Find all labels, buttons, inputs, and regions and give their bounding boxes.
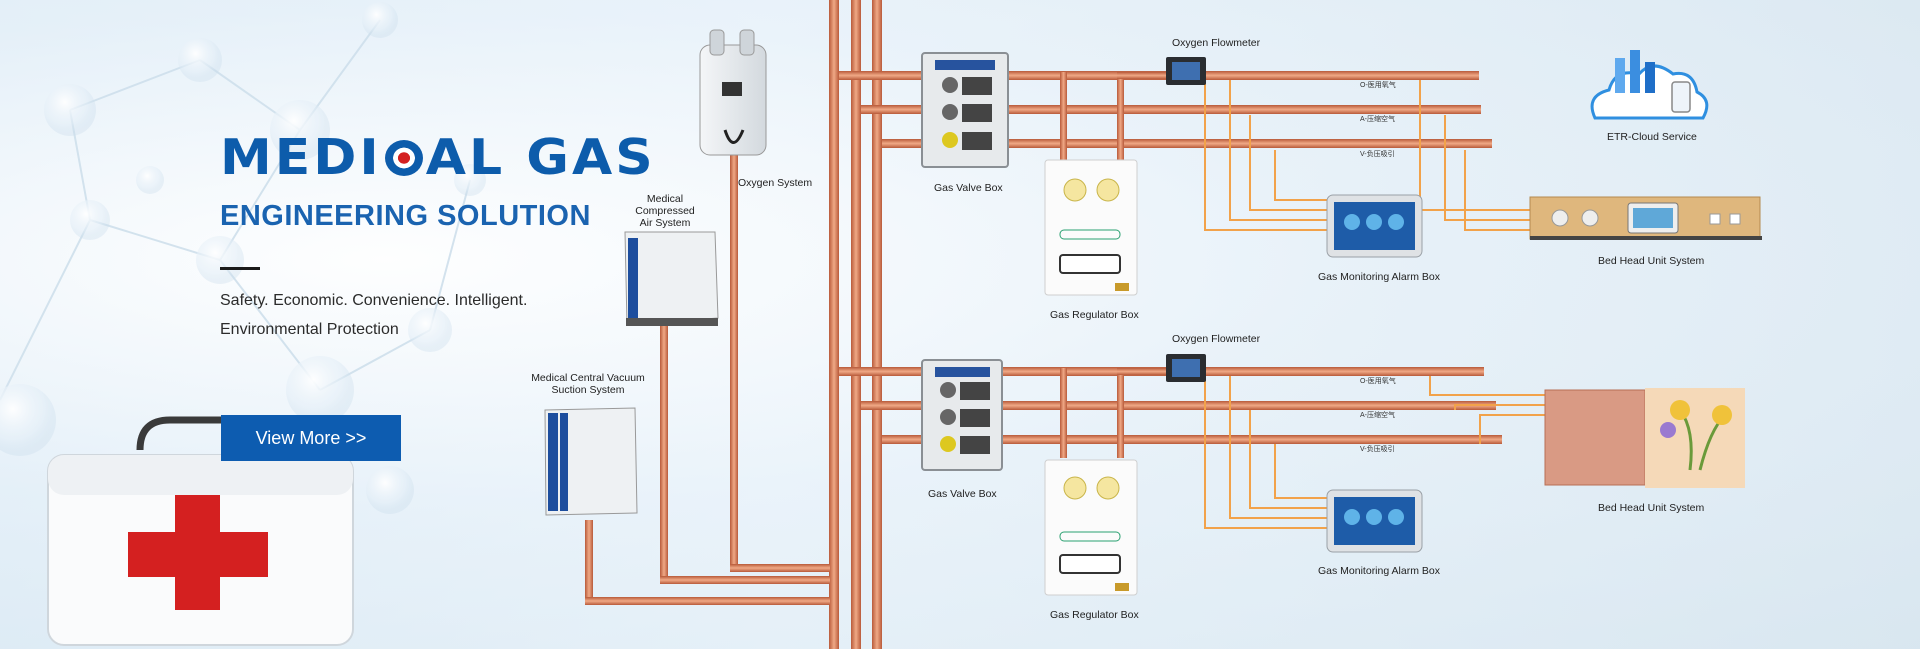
first-aid-kit-icon bbox=[47, 416, 354, 646]
hero-title-part1: MEDI bbox=[220, 129, 382, 187]
hero-tagline-line2: Environmental Protection bbox=[220, 321, 399, 338]
hero-title-part2: AL GAS bbox=[425, 129, 656, 187]
bed-head-unit-upper bbox=[1529, 196, 1762, 240]
hero-tagline-line1: Safety. Economic. Convenience. Intellige… bbox=[220, 292, 528, 309]
molecule-bubbles bbox=[0, 2, 486, 514]
oxygen-system-label: Oxygen System bbox=[738, 177, 813, 189]
pipe-label-oxygen-lower: O-医用氧气 bbox=[1360, 378, 1396, 385]
gas-valve-box-lower bbox=[921, 359, 1003, 471]
cloud-service-icon bbox=[1590, 50, 1709, 120]
alarm-box-label: Gas Monitoring Alarm Box bbox=[1318, 271, 1440, 283]
oxygen-flowmeter-label-lower: Oxygen Flowmeter bbox=[1172, 333, 1261, 345]
copper-pipe-network bbox=[585, 0, 1502, 649]
pipe-label-vacuum: V-负压吸引 bbox=[1360, 151, 1395, 158]
hero-title: MEDI AL GAS bbox=[220, 130, 656, 187]
alarm-box-label-lower: Gas Monitoring Alarm Box bbox=[1318, 565, 1440, 577]
air-system-label-line2: Air System bbox=[639, 217, 691, 230]
air-system-label-line1: Medical Compressed bbox=[635, 193, 695, 218]
pipe-label-air-lower: A-压缩空气 bbox=[1360, 412, 1395, 419]
bed-head-unit-lower bbox=[1544, 388, 1745, 488]
hero-subtitle: ENGINEERING SOLUTION bbox=[220, 200, 591, 232]
pipe-label-oxygen: O-医用氧气 bbox=[1360, 82, 1396, 89]
pipe-label-air: A-压缩空气 bbox=[1360, 116, 1395, 123]
oxygen-system-machine bbox=[699, 29, 767, 156]
vacuum-system-label-line1: Medical Central Vacuum bbox=[531, 372, 645, 384]
vacuum-system-label-line2: Suction System bbox=[551, 384, 625, 397]
gas-regulator-box-upper bbox=[1044, 159, 1138, 296]
target-c-icon bbox=[384, 139, 423, 177]
title-divider bbox=[220, 267, 260, 270]
air-system-cabinet bbox=[624, 231, 719, 326]
cloud-service-label: ETR-Cloud Service bbox=[1607, 131, 1697, 143]
alarm-monitor-icon bbox=[1326, 194, 1423, 553]
gas-valve-box-label: Gas Valve Box bbox=[934, 182, 1003, 194]
signal-lines bbox=[1204, 80, 1545, 529]
gas-regulator-box-label-lower: Gas Regulator Box bbox=[1050, 609, 1139, 621]
gas-regulator-box-label: Gas Regulator Box bbox=[1050, 309, 1139, 321]
bed-head-unit-label-lower: Bed Head Unit System bbox=[1598, 502, 1705, 514]
oxygen-flowmeter-label: Oxygen Flowmeter bbox=[1172, 37, 1261, 49]
oxygen-flowmeter-icon bbox=[1166, 57, 1206, 382]
gas-valve-box-label-lower: Gas Valve Box bbox=[928, 488, 997, 500]
view-more-button[interactable]: View More >> bbox=[221, 415, 401, 461]
gas-valve-box-icon bbox=[921, 52, 1009, 168]
bed-head-unit-label: Bed Head Unit System bbox=[1598, 255, 1705, 267]
vacuum-suction-cabinet bbox=[544, 407, 638, 516]
gas-regulator-box-lower bbox=[1044, 459, 1138, 596]
pipe-label-vacuum-lower: V-负压吸引 bbox=[1360, 446, 1395, 453]
